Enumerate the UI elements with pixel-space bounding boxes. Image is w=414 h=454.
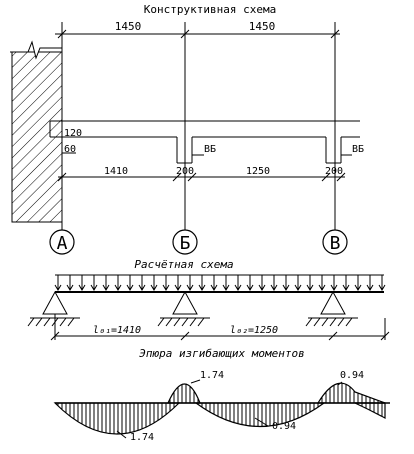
- beam-label-2: ВБ: [352, 144, 364, 155]
- dimension-rib-1: 200: [176, 166, 194, 177]
- axis-lines: [61, 180, 336, 230]
- dimension-clear-right: 1250: [246, 166, 270, 177]
- svg-text:В: В: [330, 233, 341, 254]
- load-arrow-head: [186, 284, 194, 291]
- bearing-dim-top: 120: [64, 128, 82, 139]
- load-arrow-head: [210, 284, 218, 291]
- load-arrow-head: [342, 284, 350, 291]
- axis-bubble-a: А: [49, 229, 75, 255]
- moment-span-1: 1.74: [130, 432, 154, 443]
- support-a: [27, 290, 80, 327]
- moment-support-b: 1.74: [200, 370, 224, 381]
- axis-bubble-v: В: [322, 229, 348, 255]
- load-arrow-head: [330, 284, 338, 291]
- load-arrow-head: [378, 284, 386, 291]
- load-arrow-head: [150, 284, 158, 291]
- masonry-wall: [10, 40, 63, 223]
- moment-support-v: 0.94: [340, 370, 364, 381]
- svg-text:А: А: [57, 233, 68, 254]
- structural-scheme-title: Конструктивная схема: [144, 3, 276, 16]
- beam-label-1: ВБ: [204, 144, 216, 155]
- moment-diagram-title: Эпюра изгибающих моментов: [139, 347, 305, 360]
- clear-span-dimension-chain: [57, 172, 346, 182]
- load-arrow-head: [54, 284, 62, 291]
- load-arrow-head: [222, 284, 230, 291]
- load-arrow-head: [138, 284, 146, 291]
- load-arrow-head: [102, 284, 110, 291]
- distributed-load: [54, 274, 386, 291]
- load-arrow-head: [306, 284, 314, 291]
- load-arrow-head: [174, 284, 182, 291]
- axis-bubble-b: Б: [172, 229, 198, 255]
- dimension-clear-left: 1410: [104, 166, 128, 177]
- top-dimension-chain: [55, 22, 340, 215]
- load-arrow-head: [270, 284, 278, 291]
- load-arrow-head: [282, 284, 290, 291]
- bearing-dim-bottom: 60: [64, 144, 76, 155]
- support-v: [305, 290, 358, 327]
- design-span-l01: l₀₁=1410: [93, 325, 141, 336]
- load-arrow-head: [66, 284, 74, 291]
- load-arrow-head: [318, 284, 326, 291]
- load-arrow-head: [366, 284, 374, 291]
- load-arrow-head: [90, 284, 98, 291]
- moment-leaders: [116, 379, 343, 439]
- design-span-dimension: [50, 318, 390, 341]
- load-arrow-head: [162, 284, 170, 291]
- svg-text:Б: Б: [180, 233, 191, 254]
- load-arrow-head: [354, 284, 362, 291]
- design-span-l02: l₀₂=1250: [230, 325, 278, 336]
- load-arrow-head: [258, 284, 266, 291]
- load-arrow-head: [198, 284, 206, 291]
- load-arrow-head: [234, 284, 242, 291]
- moment-diagram: [53, 382, 390, 435]
- dimension-rib-2: 200: [325, 166, 343, 177]
- dimension-span-right: 1450: [249, 20, 276, 33]
- support-b: [157, 290, 210, 327]
- slab-outline: [49, 120, 360, 180]
- load-arrow-head: [246, 284, 254, 291]
- load-arrow-head: [294, 284, 302, 291]
- load-arrow-head: [114, 284, 122, 291]
- dimension-span-left: 1450: [115, 20, 142, 33]
- load-arrow-head: [126, 284, 134, 291]
- design-scheme-title: Расчётная схема: [134, 258, 233, 271]
- load-arrow-head: [78, 284, 86, 291]
- moment-span-2: 0.94: [272, 421, 296, 432]
